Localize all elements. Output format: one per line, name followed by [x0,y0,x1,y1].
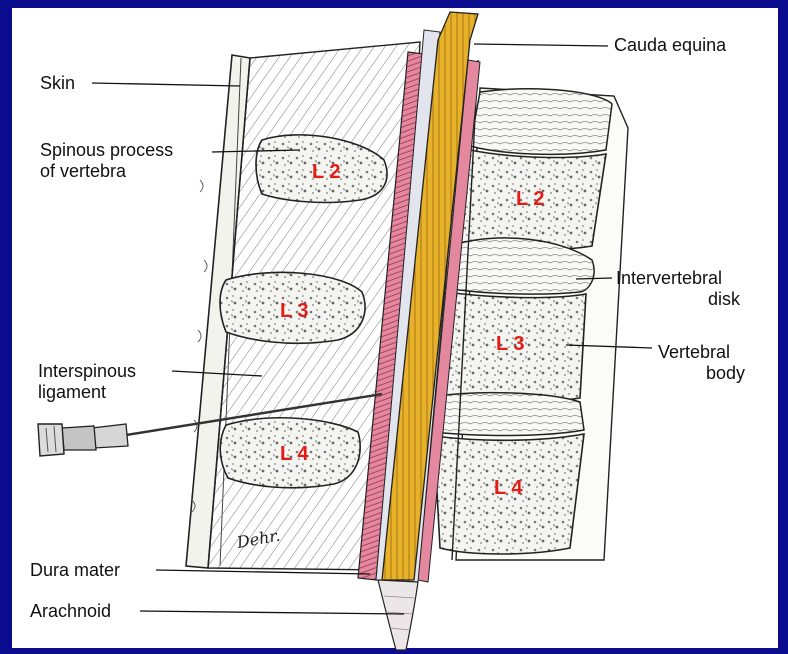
label-interspinous-line1: Interspinous [38,361,136,381]
label-spinous-line1: Spinous process [40,140,173,160]
leader-cauda [474,44,608,46]
label-disk-line2: disk [708,289,740,309]
body-l2-label: L 2 [516,188,545,210]
label-skin: Skin [40,73,75,93]
dural-sac-end [378,580,418,650]
spinous-l4-label: L 4 [280,443,309,465]
label-body-line2: body [706,363,745,383]
leader-skin [92,83,240,86]
label-dura-mater: Dura mater [30,560,120,580]
label-interspinous-line2: ligament [38,382,106,402]
label-arachnoid: Arachnoid [30,601,111,621]
spinous-l2-label: L 2 [312,161,341,183]
body-l4-label: L 4 [494,477,523,499]
label-disk-line1: Intervertebral [616,268,722,288]
label-cauda-equina: Cauda equina [614,35,726,55]
label-spinous-line2: of vertebra [40,161,126,181]
body-l3-label: L 3 [496,333,525,355]
label-body-line1: Vertebral [658,342,730,362]
spinous-l3-label: L 3 [280,300,309,322]
leader-arachnoid [140,611,404,614]
leader-dura [156,570,370,574]
